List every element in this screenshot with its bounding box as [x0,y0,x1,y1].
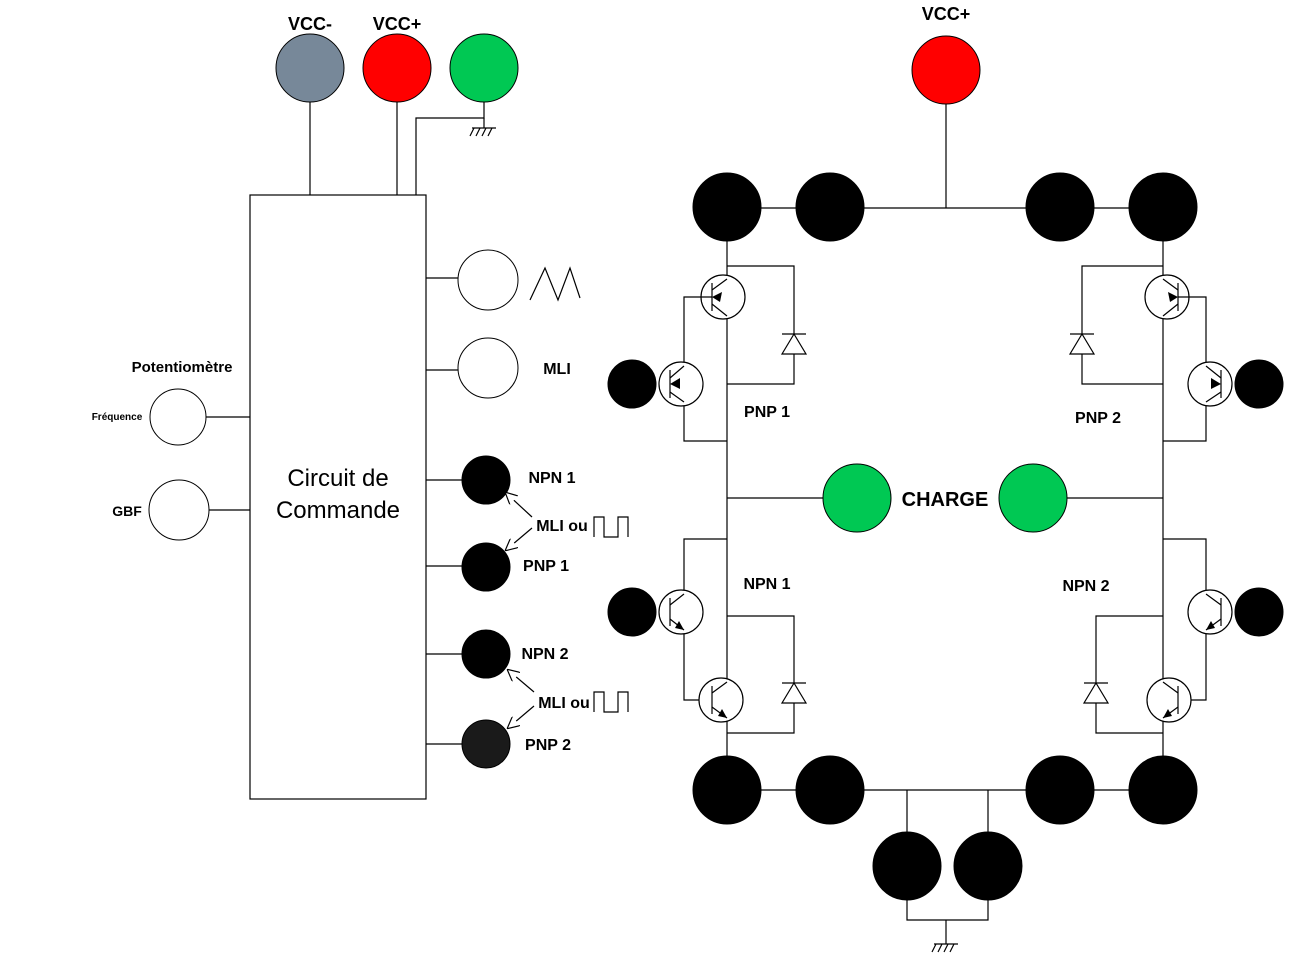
bottom-terminal-1 [692,755,762,825]
bottom-terminal-2 [795,755,865,825]
diode-icon [780,681,808,704]
bridge-pnp2-label: PNP 2 [1075,410,1121,427]
charge-label: CHARGE [902,489,989,511]
bridge-pnp1-label: PNP 1 [744,404,790,421]
top-terminal-1 [692,172,762,242]
npn1-output-terminal [461,455,511,505]
control-circuit-block [249,194,427,800]
mli-ou-label-1: MLI ou [536,518,588,535]
frequence-label: Fréquence [92,412,143,423]
ground-terminal [449,33,519,103]
mli-output-terminal [457,337,519,399]
bridge-npn1-label: NPN 1 [743,576,790,593]
mli-output-label: MLI [543,361,571,378]
vcc-plus-terminal-left [362,33,432,103]
gbf-label: GBF [112,503,142,519]
bridge-npn2-label: NPN 2 [1062,578,1109,595]
square-wave-icon [593,516,629,538]
shunt-terminal-2 [953,831,1023,901]
pnp1-drive-terminal [607,359,657,409]
npn1-drive-terminal [607,587,657,637]
npn2-darlington [1082,538,1284,734]
block-title-line1: Circuit de [287,465,388,492]
pnp2-output-terminal [461,719,511,769]
npn1-output-label: NPN 1 [528,470,575,487]
mli-ou-label-2: MLI ou [538,695,590,712]
vcc-minus-label: VCC- [288,14,332,34]
pnp2-drive-terminal [1234,359,1284,409]
diode-icon [780,332,808,355]
transistor-icon [1146,677,1192,723]
potentiometre-label: Potentiomètre [132,359,233,376]
pnp1-output-label: PNP 1 [523,558,569,575]
top-terminal-3 [1025,172,1095,242]
vcc-plus-label-right: VCC+ [922,4,971,24]
bottom-terminal-4 [1128,755,1198,825]
gbf-terminal [148,479,210,541]
npn2-output-terminal [461,629,511,679]
vcc-minus-terminal [275,33,345,103]
pnp1-darlington [607,265,808,442]
diode-icon [1082,681,1110,704]
top-terminal-2 [795,172,865,242]
charge-terminal-right [998,463,1068,533]
pnp2-darlington [1068,265,1284,442]
transistor-icon [698,677,744,723]
block-title-line2: Commande [276,497,400,524]
triangle-output-terminal [457,249,519,311]
vcc-plus-terminal-right [911,35,981,105]
bottom-terminal-3 [1025,755,1095,825]
shunt-terminal-1 [872,831,942,901]
npn2-output-label: NPN 2 [521,646,568,663]
pnp2-output-label: PNP 2 [525,737,571,754]
ground-icon-bridge [931,943,958,953]
charge-terminal-left [822,463,892,533]
triangle-wave-icon [529,266,581,302]
vcc-plus-label-left: VCC+ [373,14,422,34]
ground-icon [469,127,496,137]
frequence-terminal [149,388,207,446]
npn1-darlington [607,538,808,734]
top-terminal-4 [1128,172,1198,242]
pnp1-output-terminal [461,542,511,592]
diode-icon [1068,332,1096,355]
square-wave-icon-2 [593,691,629,713]
npn2-drive-terminal [1234,587,1284,637]
